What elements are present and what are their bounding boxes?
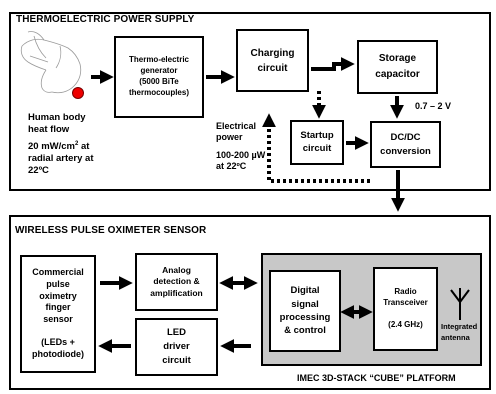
commercial-finger-sensor-box: Commercial pulse oximetry finger sensor … <box>20 255 96 373</box>
power-supply-title: THERMOELECTRIC POWER SUPPLY <box>16 14 195 25</box>
electrical-power-label: Electrical power <box>216 121 257 143</box>
charging-circuit-box: Charging circuit <box>236 29 309 92</box>
power-range-label: 100-200 µW at 22ºC <box>216 150 266 172</box>
heat-spot-icon <box>72 87 84 99</box>
heat-flux-rest: at radial artery at 22ºC <box>28 141 94 176</box>
voltage-range-label: 0.7 – 2 V <box>415 101 452 111</box>
heat-flux-exponent: 2 <box>75 141 79 147</box>
startup-circuit-box: Startup circuit <box>290 120 344 165</box>
storage-capacitor-box: Storage capacitor <box>357 40 438 94</box>
heat-flux-value: 20 mW/cm <box>28 141 75 153</box>
digital-signal-processing-box: Digital signal processing & control <box>269 270 341 352</box>
analog-detection-box: Analog detection & amplification <box>135 253 218 311</box>
dcdc-conversion-box: DC/DC conversion <box>370 121 441 168</box>
cube-platform-label: IMEC 3D-STACK “CUBE” PLATFORM <box>297 373 456 383</box>
radio-transceiver-box: Radio Transceiver (2.4 GHz) <box>373 267 438 351</box>
antenna-icon <box>450 288 470 320</box>
led-driver-box: LED driver circuit <box>135 318 218 376</box>
integrated-antenna-label: Integrated antenna <box>441 322 478 342</box>
arrow-charging-to-storage <box>311 57 355 71</box>
sensor-title: WIRELESS PULSE OXIMETER SENSOR <box>15 225 207 236</box>
hand-caption: Human body heat flow <box>28 112 86 135</box>
thermoelectric-generator-box: Thermo-electric generator (5000 BiTe the… <box>114 36 204 118</box>
heat-flux-label: 20 mW/cm2 at radial artery at 22ºC <box>28 141 138 177</box>
